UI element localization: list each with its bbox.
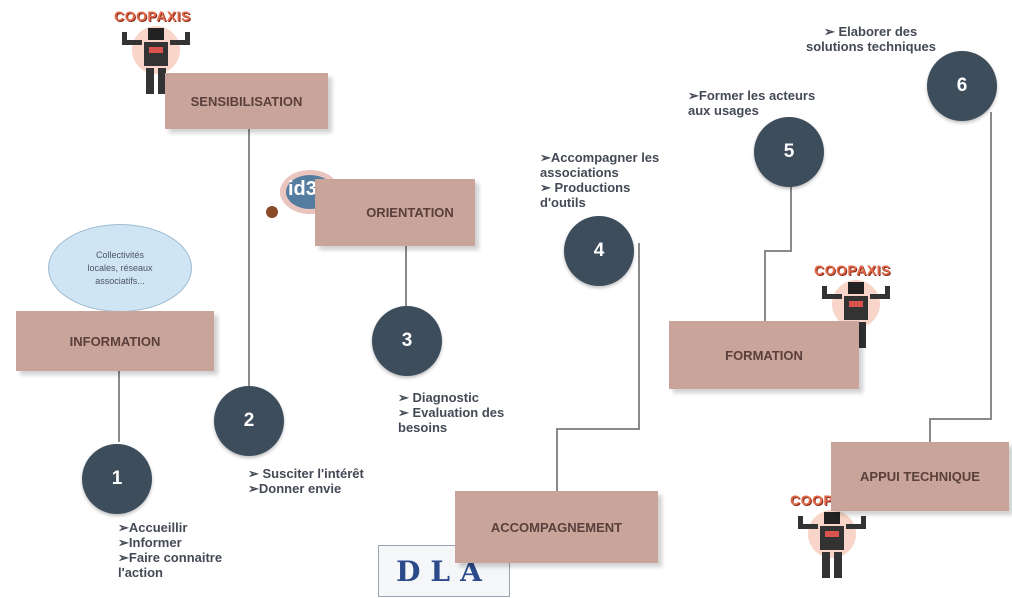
step-circle-6: 6 (927, 51, 997, 121)
bullet-line: ➢ Diagnostic (398, 390, 479, 405)
connector-line (764, 250, 792, 252)
step5-bullets: ➢Former les acteurs aux usages (688, 88, 815, 118)
stage-box-accompagnement: ACCOMPAGNEMENT (455, 491, 658, 563)
bullet-line: l'action (118, 565, 163, 580)
connector-line (248, 128, 250, 390)
connector-line (929, 418, 931, 442)
ellipse-line: associatifs... (95, 275, 145, 286)
stage-box-orientation: ORIENTATION (315, 179, 475, 246)
ellipse-line: locales, réseaux (87, 262, 153, 273)
coopaxis-logo: COOPAXIS (108, 8, 204, 98)
step-circle-4: 4 (564, 216, 634, 286)
coopaxis-logo-text: COOPAXIS (114, 8, 191, 24)
stage-label: INFORMATION (69, 333, 161, 349)
stage-box-sensibilisation: SENSIBILISATION (165, 73, 328, 129)
bullet-line: d'outils (540, 195, 586, 210)
connector-line (556, 428, 558, 492)
connector-line (764, 250, 766, 322)
bullet-line: ➢ Susciter l'intérêt (248, 466, 364, 481)
audience-ellipse: Collectivités locales, réseaux associati… (48, 224, 192, 312)
connector-line (118, 370, 120, 442)
bullet-line: ➢Former les acteurs (688, 88, 816, 103)
coopaxis-logo-text: COOPAXIS (814, 262, 891, 278)
stage-label: ACCOMPAGNEMENT (490, 519, 623, 535)
step-circle-1: 1 (82, 444, 152, 514)
connector-line (790, 186, 792, 252)
step-circle-3: 3 (372, 306, 442, 376)
bullet-line: associations (540, 165, 619, 180)
stage-label: SENSIBILISATION (190, 93, 303, 109)
step-number: 1 (111, 468, 123, 489)
bullet-line: aux usages (688, 103, 759, 118)
step-number: 2 (243, 410, 255, 431)
bullet-line: besoins (398, 420, 448, 435)
bullet-line: ➢Donner envie (248, 481, 342, 496)
step-number: 5 (783, 141, 795, 162)
stage-box-information: INFORMATION (16, 311, 214, 371)
connector-line (990, 112, 992, 420)
bullet-line: ➢ Productions (540, 180, 631, 195)
connector-line (638, 243, 640, 430)
step-number: 4 (593, 240, 605, 261)
step1-bullets: ➢Accueillir ➢Informer ➢Faire connaitre l… (118, 520, 222, 580)
robot-icon (122, 26, 190, 94)
step6-bullets: ➢ Elaborer des solutions techniques (806, 24, 936, 54)
bullet-line: ➢Informer (118, 535, 182, 550)
step4-bullets: ➢Accompagner les associations ➢ Producti… (540, 150, 659, 210)
step-circle-2: 2 (214, 386, 284, 456)
robot-icon (798, 510, 866, 578)
bullet-line: ➢Faire connaitre (118, 550, 223, 565)
connector-line (556, 428, 640, 430)
stage-label: APPUI TECHNIQUE (860, 469, 980, 484)
bullet-line: ➢Accueillir (118, 520, 188, 535)
bullet-line: ➢ Evaluation des (398, 405, 505, 420)
connector-line (929, 418, 991, 420)
step3-bullets: ➢ Diagnostic ➢ Evaluation des besoins (398, 390, 504, 435)
step-number: 6 (956, 75, 968, 96)
connector-line (405, 244, 407, 312)
bullet-line: ➢ Elaborer des (824, 24, 918, 39)
bullet-line: solutions techniques (806, 39, 937, 54)
stage-label: FORMATION (725, 347, 803, 363)
stage-box-formation: FORMATION (669, 321, 859, 389)
step-number: 3 (401, 330, 413, 351)
ellipse-line: Collectivités (95, 249, 144, 260)
stage-box-appui-technique: APPUI TECHNIQUE (831, 442, 1009, 511)
bullet-line: ➢Accompagner les (540, 150, 660, 165)
step-circle-5: 5 (754, 117, 824, 187)
stage-label: ORIENTATION (366, 205, 454, 220)
step2-bullets: ➢ Susciter l'intérêt ➢Donner envie (248, 466, 364, 496)
